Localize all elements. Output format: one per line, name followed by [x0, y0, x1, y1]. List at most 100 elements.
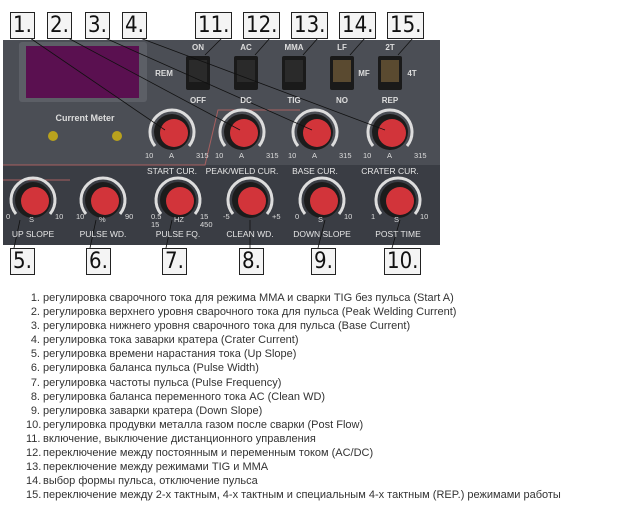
scale-unit: A	[312, 151, 318, 160]
callout-number: 3.	[85, 12, 110, 39]
callout-number: 9.	[311, 248, 336, 275]
list-item: 12.переключение между постоянным и перем…	[26, 446, 561, 460]
toggle-switch[interactable]	[378, 56, 402, 90]
leader-lines	[13, 37, 414, 249]
knob-label: DOWN SLOPE	[293, 229, 351, 239]
list-item: 10.регулировка продувки металла газом по…	[26, 418, 561, 432]
scale-unit: A	[387, 151, 393, 160]
scale-max: 315	[266, 151, 279, 160]
item-number: 3.	[30, 320, 40, 333]
list-item: 9.регулировка заварки кратера (Down Slop…	[26, 404, 561, 418]
knob-post-time[interactable]	[374, 176, 422, 218]
scale-max: 10	[55, 212, 64, 221]
scale-min: 10	[288, 151, 297, 160]
switch-bottom-label: TIG	[287, 96, 301, 105]
item-text: регулировка времени нарастания тока (Up …	[43, 348, 297, 361]
current-meter-label: Current Meter	[55, 113, 115, 123]
scale-min: 10	[76, 212, 85, 221]
item-number: 5.	[30, 348, 40, 361]
scale-min: 10	[145, 151, 154, 160]
scale-unit: S	[29, 215, 35, 224]
scale-max: 315	[196, 151, 209, 160]
switch-side-label: MF	[358, 69, 370, 78]
toggle-switch[interactable]	[234, 56, 258, 90]
knob-clean-wd[interactable]	[226, 176, 274, 218]
callout-number: 14.	[339, 12, 377, 39]
knob-label: START CUR.	[146, 166, 198, 176]
scale-unit: %	[99, 215, 106, 224]
knob-base-cur[interactable]	[291, 108, 339, 150]
scale-max: 90	[125, 212, 134, 221]
knob-label: PEAK/WELD CUR.	[205, 166, 279, 176]
item-text: регулировка нижнего уровня сварочного то…	[43, 320, 411, 333]
scale-min: 10	[363, 151, 372, 160]
scale-unit: A	[169, 151, 175, 160]
switch-top-label: MMA	[284, 43, 304, 52]
callout-number: 2.	[47, 12, 72, 39]
switch-top-label: 2T	[385, 43, 395, 52]
switch-bottom-label: NO	[336, 96, 348, 105]
callout-number: 4.	[122, 12, 147, 39]
knob-crater-cur[interactable]	[366, 108, 414, 150]
item-text: регулировка баланса пульса (Pulse Width)	[43, 362, 259, 375]
list-item: 14.выбор формы пульса, отключение пульса	[26, 474, 561, 488]
knob-label: CRATER CUR.	[361, 166, 419, 176]
led-indicator	[48, 131, 58, 141]
knob-start-cur[interactable]	[148, 108, 196, 150]
welder-panel-photo	[3, 37, 440, 249]
toggle-switch[interactable]	[330, 56, 354, 90]
item-number: 15.	[26, 489, 42, 502]
knob-pulse-fq[interactable]	[154, 176, 202, 218]
scale-unit: HZ	[174, 215, 184, 224]
knob-label: PULSE FQ.	[155, 229, 201, 239]
toggle-switch[interactable]	[282, 56, 306, 90]
list-item: 1.регулировка сварочного тока для режима…	[26, 291, 561, 305]
knob-down-slope[interactable]	[298, 176, 346, 218]
toggle-switch[interactable]	[186, 56, 210, 90]
callout-number: 8.	[239, 248, 264, 275]
scale-unit: A	[239, 151, 245, 160]
item-text: регулировка продувки металла газом после…	[43, 418, 364, 431]
switch-side-label: 4T	[407, 69, 417, 78]
knob-label: PULSE WD.	[79, 229, 127, 239]
list-item: 7.регулировка частоты пульса (Pulse Freq…	[26, 376, 561, 390]
item-number: 4.	[30, 334, 40, 347]
item-text: регулировка баланса переменного тока AC …	[43, 390, 326, 403]
scale-max: 10	[344, 212, 353, 221]
list-item: 8.регулировка баланса переменного тока A…	[26, 390, 561, 404]
scale-max: 10	[420, 212, 429, 221]
callout-number: 11.	[195, 12, 233, 39]
current-display	[26, 46, 139, 98]
led-indicator	[112, 131, 122, 141]
item-number: 8.	[30, 390, 40, 403]
item-text: переключение между режимами TIG и MMA	[43, 461, 269, 474]
scale-min: 0	[295, 212, 300, 221]
item-text: регулировка тока заварки кратера (Crater…	[43, 334, 299, 347]
item-number: 10.	[26, 418, 42, 431]
scale-max: 15 450	[200, 212, 213, 229]
item-text: включение, выключение дистанционного упр…	[43, 432, 316, 445]
scale-max: 315	[414, 151, 427, 160]
legend-list: 1.регулировка сварочного тока для режима…	[26, 291, 561, 502]
scale-min: 0	[6, 212, 11, 221]
callout-number: 13.	[291, 12, 329, 39]
list-item: 15.переключение между 2-х тактным, 4-х т…	[26, 488, 561, 502]
callout-number: 6.	[86, 248, 111, 275]
item-text: регулировка частоты пульса (Pulse Freque…	[43, 376, 282, 389]
knob-pulse-wd[interactable]	[79, 176, 127, 218]
scale-unit: S	[394, 215, 400, 224]
item-number: 9.	[30, 404, 40, 417]
callout-number: 12.	[243, 12, 281, 39]
knob-peak-weld-cur[interactable]	[218, 108, 266, 150]
switch-bottom-label: REP	[381, 96, 399, 105]
knob-label: BASE CUR.	[292, 166, 338, 176]
item-number: 14.	[26, 475, 42, 488]
switch-top-label: LF	[337, 43, 347, 52]
knob-up-slope[interactable]	[9, 176, 57, 218]
scale-min: -5	[223, 212, 230, 221]
knob-label: UP SLOPE	[11, 229, 55, 239]
item-text: выбор формы пульса, отключение пульса	[43, 475, 258, 488]
item-text: регулировка заварки кратера (Down Slope)	[43, 404, 263, 417]
switch-top-label: AC	[240, 43, 252, 52]
list-item: 6.регулировка баланса пульса (Pulse Widt…	[26, 361, 561, 375]
